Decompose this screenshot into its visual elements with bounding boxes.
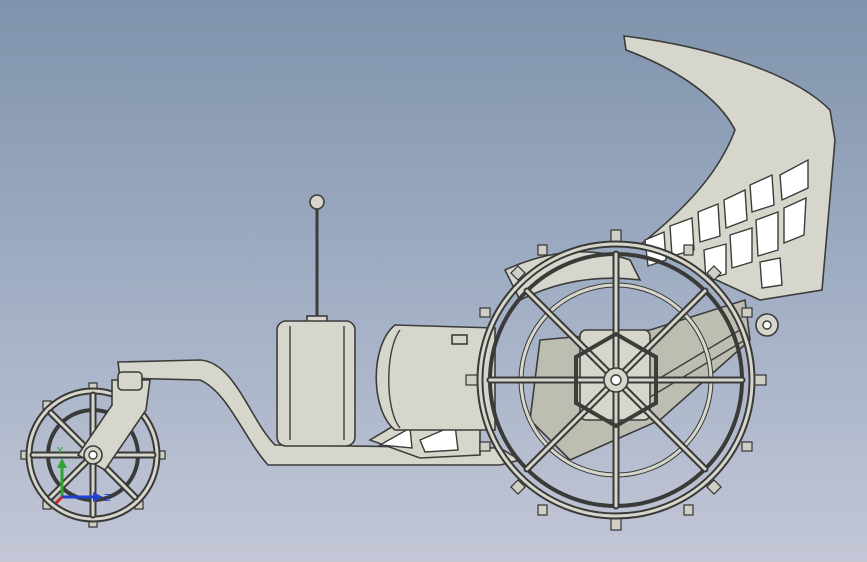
drive-motor[interactable] (375, 324, 496, 431)
x-axis-arrow (54, 495, 64, 505)
front-wheel-fork[interactable] (76, 371, 151, 472)
hopper-frame[interactable] (623, 35, 836, 337)
z-axis-label: Z (104, 493, 111, 504)
y-axis-label: Y (56, 446, 64, 457)
battery-box[interactable] (276, 194, 356, 447)
large-drive-wheel[interactable] (465, 229, 767, 531)
coordinate-triad: Y Z (54, 446, 111, 505)
large-wheel-lugs (465, 229, 767, 531)
